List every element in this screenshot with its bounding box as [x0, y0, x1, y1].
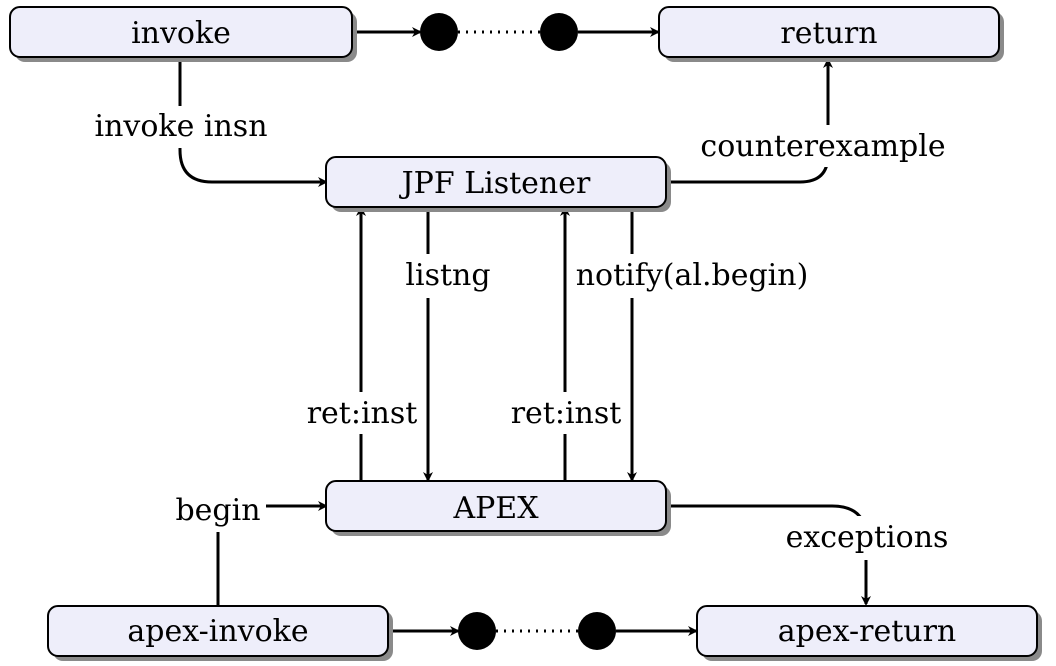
label-exceptions: exceptions [786, 520, 949, 555]
label-exceptions-group: exceptions [784, 516, 950, 560]
label-listng: listng [405, 258, 490, 293]
node-apex-label: APEX [452, 491, 539, 526]
label-counterexample-group: counterexample [700, 125, 946, 167]
dot-top-left [420, 13, 458, 51]
edge-invoke-to-listener [178, 58, 328, 187]
dot-bottom-right [578, 612, 616, 650]
label-ret-inst-left: ret:inst [307, 396, 418, 431]
label-counterexample: counterexample [700, 129, 945, 164]
node-invoke: invoke [9, 6, 357, 62]
node-apex-return-label: apex-return [778, 614, 957, 649]
node-apex: APEX [325, 480, 671, 536]
label-listng-group: listng [398, 254, 498, 298]
label-begin-group: begin [170, 488, 266, 532]
node-invoke-label: invoke [131, 16, 231, 51]
dot-bottom-left [458, 612, 496, 650]
label-ret-inst-right: ret:inst [511, 396, 622, 431]
node-apex-invoke-label: apex-invoke [127, 614, 308, 649]
label-invoke-insn-group: invoke insn [92, 106, 270, 148]
node-apex-return: apex-return [696, 605, 1042, 661]
node-jpf-listener: JPF Listener [325, 156, 671, 212]
node-return-label: return [780, 16, 877, 51]
label-ret-inst-right-group: ret:inst [506, 392, 626, 434]
node-jpf-listener-label: JPF Listener [399, 166, 591, 201]
label-notify: notify(al.begin) [576, 258, 809, 293]
label-begin: begin [175, 493, 260, 528]
label-invoke-insn: invoke insn [94, 109, 267, 144]
dot-top-right [540, 13, 578, 51]
label-notify-group: notify(al.begin) [573, 254, 811, 298]
node-return: return [658, 6, 1004, 62]
node-apex-invoke: apex-invoke [47, 605, 393, 661]
label-ret-inst-left-group: ret:inst [302, 392, 422, 434]
